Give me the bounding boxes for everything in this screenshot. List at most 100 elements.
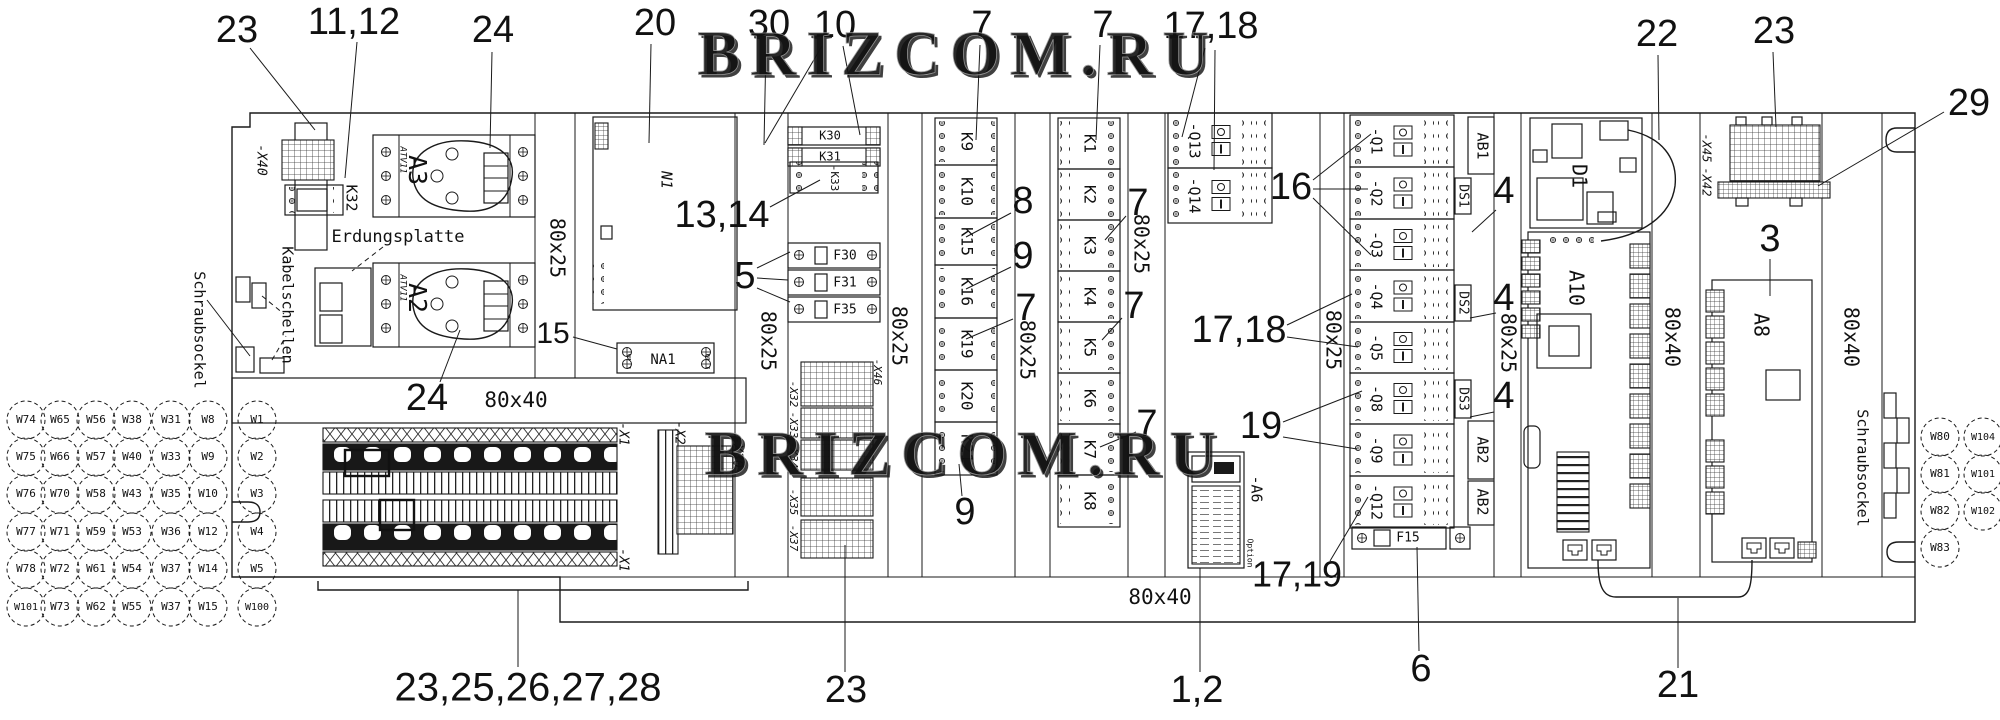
rj45-jack [1591, 539, 1617, 561]
screw-cross [518, 195, 528, 205]
notch-right-top [1885, 127, 1915, 153]
diagram-line [351, 246, 384, 272]
relay-label-K8: K8 [1081, 491, 1100, 510]
wire-circle-W55 [112, 587, 152, 627]
breaker-indicator [1399, 232, 1407, 240]
component-box [1351, 526, 1447, 550]
screw-cross [518, 275, 528, 285]
leader-line [439, 329, 461, 383]
component-box [1896, 467, 1910, 494]
relay-label-K21: K21 [958, 434, 977, 463]
relay-label-K1: K1 [1081, 134, 1100, 153]
breaker-symbol [1393, 194, 1413, 209]
leader-line [756, 287, 791, 303]
screw-cross [518, 299, 528, 309]
wire-label-W14: W14 [198, 562, 218, 575]
aux-contact-column [1242, 171, 1252, 220]
wire-label-W53: W53 [122, 525, 142, 538]
aux-contact-column [1438, 222, 1448, 267]
callout-4: 4 [1493, 375, 1514, 417]
breaker-symbol [1211, 180, 1231, 194]
breaker-indicator [1217, 183, 1225, 191]
screw-cross [1455, 533, 1465, 543]
component-box [1467, 480, 1495, 526]
border [322, 499, 618, 523]
contact-column [937, 221, 947, 262]
block-dot [621, 347, 631, 369]
component-box [1896, 417, 1910, 444]
label-X46: -X46 [871, 359, 884, 386]
component-box [296, 188, 328, 212]
block-meshsm [1522, 308, 1540, 321]
callout-20: 20 [634, 2, 676, 44]
component-box [483, 280, 509, 332]
label-A3: A3 [403, 155, 432, 185]
breaker-symbol [1393, 280, 1413, 295]
relay-label-K4: K4 [1081, 287, 1100, 306]
component-box [787, 242, 881, 269]
label-F30: F30 [833, 249, 856, 264]
contact-column [1108, 121, 1118, 166]
wire-label-W104: W104 [1971, 432, 1995, 443]
component-box [600, 225, 613, 240]
rj45-jack [1741, 537, 1767, 559]
relay-label-K10: K10 [958, 177, 977, 206]
callout-7: 7 [1092, 4, 1113, 46]
relay-label-K16: K16 [958, 277, 977, 306]
leader-line [1469, 411, 1495, 418]
wire-label-W38: W38 [122, 413, 142, 426]
wire-circle-W101 [1963, 454, 2000, 494]
contact-column [937, 425, 947, 472]
leader-line [756, 251, 791, 269]
callout-7: 7 [1015, 287, 1036, 329]
component-box [1586, 191, 1614, 225]
breaker-indicator [1399, 335, 1407, 343]
block-mesh [1730, 125, 1820, 181]
block-mesh [801, 478, 873, 516]
screw-column [1352, 427, 1364, 473]
block-vs [658, 430, 678, 554]
notch-left-bottom [232, 501, 261, 523]
label-F15: F15 [1396, 531, 1419, 546]
wire-circle-W4 [237, 512, 277, 552]
cable-21 [1597, 559, 1753, 598]
breaker-symbol [1393, 229, 1413, 243]
contact-column [1108, 172, 1118, 217]
border [1705, 315, 1725, 339]
wire-circle-W38 [112, 400, 152, 440]
drive-button [430, 169, 444, 183]
callout-3: 3 [1759, 218, 1780, 260]
wire-label-W74: W74 [16, 413, 36, 426]
contact-column [937, 268, 947, 315]
wire-circle-W82 [1920, 491, 1960, 531]
callout-7: 7 [1127, 182, 1148, 224]
breaker-indicator [1217, 128, 1225, 136]
wire-label-W15: W15 [198, 600, 218, 613]
block-meshsm [1522, 291, 1540, 304]
component-box-bold [378, 498, 416, 532]
callout-23-25-26-27-28: 23,25,26,27,28 [395, 666, 662, 710]
block-mesh [801, 520, 873, 558]
drive-button [445, 319, 459, 333]
callout-10: 10 [814, 4, 856, 46]
component-box [314, 267, 372, 347]
border [1705, 465, 1725, 489]
callout-23: 23 [825, 669, 867, 711]
screw-column [1352, 222, 1364, 267]
callout-13-14: 13,14 [674, 194, 769, 236]
component-box [787, 269, 881, 296]
screw-cross [1357, 533, 1367, 543]
label-80x25: 80x25 [1016, 320, 1040, 380]
wire-label-W37: W37 [161, 562, 181, 575]
leader-line [1286, 336, 1359, 348]
callout-16: 16 [1270, 166, 1312, 208]
relay-K21 [934, 421, 998, 476]
component-box [1789, 197, 1803, 207]
wire-circle-W36 [151, 512, 191, 552]
component-box [1536, 313, 1592, 369]
wire-circle-W70 [40, 474, 80, 514]
contact-column [1060, 121, 1070, 166]
border [800, 519, 874, 559]
component-box [1454, 177, 1472, 215]
